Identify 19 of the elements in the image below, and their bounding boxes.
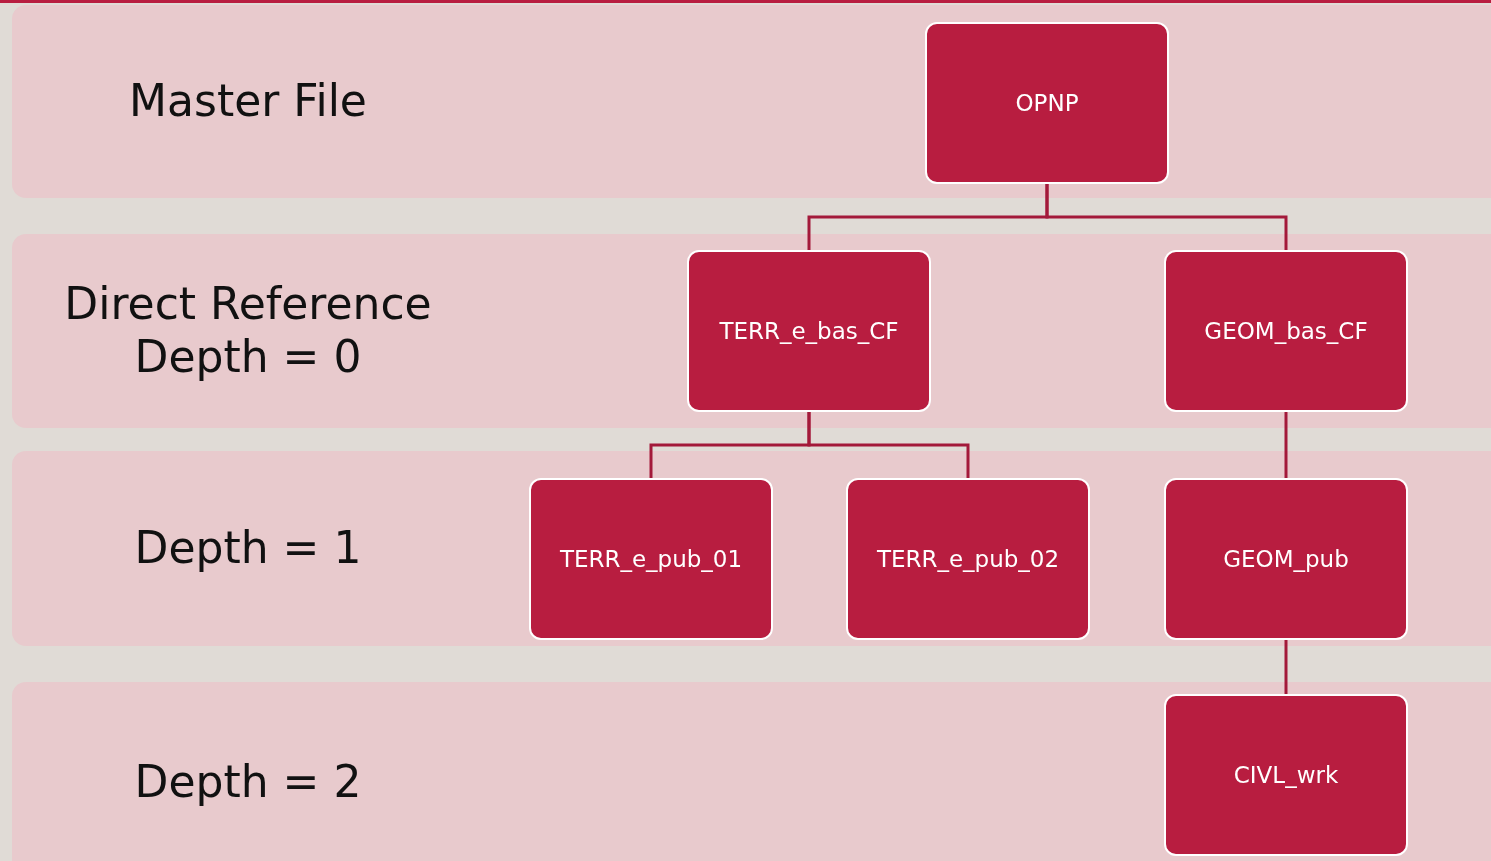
- connector-line: [1045, 184, 1288, 250]
- band-label: Direct Reference Depth = 0: [63, 278, 433, 384]
- file-box: TERR_e_pub_02: [846, 478, 1090, 640]
- connector-line: [807, 412, 970, 478]
- row-band: [12, 5, 1491, 198]
- file-box: TERR_e_bas_CF: [687, 250, 931, 412]
- band-label: Master File: [128, 75, 368, 128]
- row-band: [12, 682, 1491, 861]
- connector-line: [1284, 640, 1288, 694]
- band-label: Depth = 2: [133, 755, 363, 809]
- file-box: TERR_e_pub_01: [529, 478, 773, 640]
- row-band: [12, 234, 1491, 428]
- row-band: [12, 451, 1491, 646]
- file-box: GEOM_pub: [1164, 478, 1408, 640]
- connector-line: [1284, 412, 1288, 478]
- file-box: OPNP: [925, 22, 1169, 184]
- file-box: CIVL_wrk: [1164, 694, 1408, 856]
- file-box: GEOM_bas_CF: [1164, 250, 1408, 412]
- band-label: Depth = 1: [133, 522, 363, 575]
